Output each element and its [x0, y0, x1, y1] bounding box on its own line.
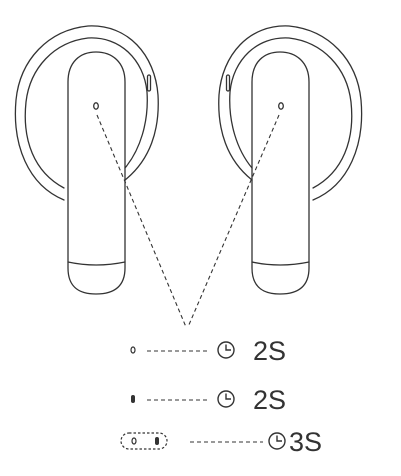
- right-earbud-stem: [251, 51, 310, 295]
- right-earbud-shell-outer: [218, 25, 363, 201]
- right-earbud-shell-inner: [229, 37, 353, 189]
- legend-row-3-duration: 3S: [289, 427, 322, 457]
- right-earbud-touch-point: [278, 102, 284, 110]
- right-earbud-side-sensor: [225, 74, 231, 92]
- left-earbud-shell-inner: [24, 37, 148, 189]
- left-earbud-touch-point: [93, 102, 99, 110]
- leader-lines: [96, 114, 280, 328]
- right-earbud: [218, 25, 363, 295]
- double-tap-indicator: [120, 432, 168, 450]
- legend-row-2-duration: 2S: [253, 385, 286, 415]
- left-earbud-side-sensor: [146, 74, 152, 92]
- legend-row-2: 2S: [131, 385, 286, 415]
- dot-indicator: [131, 395, 135, 403]
- left-earbud-tip-line: [67, 261, 126, 266]
- right-leader-line: [187, 114, 280, 328]
- right-earbud-tip-line: [251, 261, 310, 266]
- clock-icon: [268, 432, 286, 450]
- left-earbud-stem: [67, 51, 126, 295]
- left-leader-line: [96, 114, 187, 328]
- legend-row-1: 2S: [130, 336, 286, 366]
- left-earbud: [14, 25, 159, 295]
- legend-row-1-duration: 2S: [253, 336, 286, 366]
- clock-icon: [217, 341, 235, 359]
- legend-row-3: 3S: [120, 427, 322, 457]
- clock-icon: [217, 390, 235, 408]
- circle-indicator: [130, 346, 136, 354]
- left-earbud-shell-outer: [14, 25, 159, 201]
